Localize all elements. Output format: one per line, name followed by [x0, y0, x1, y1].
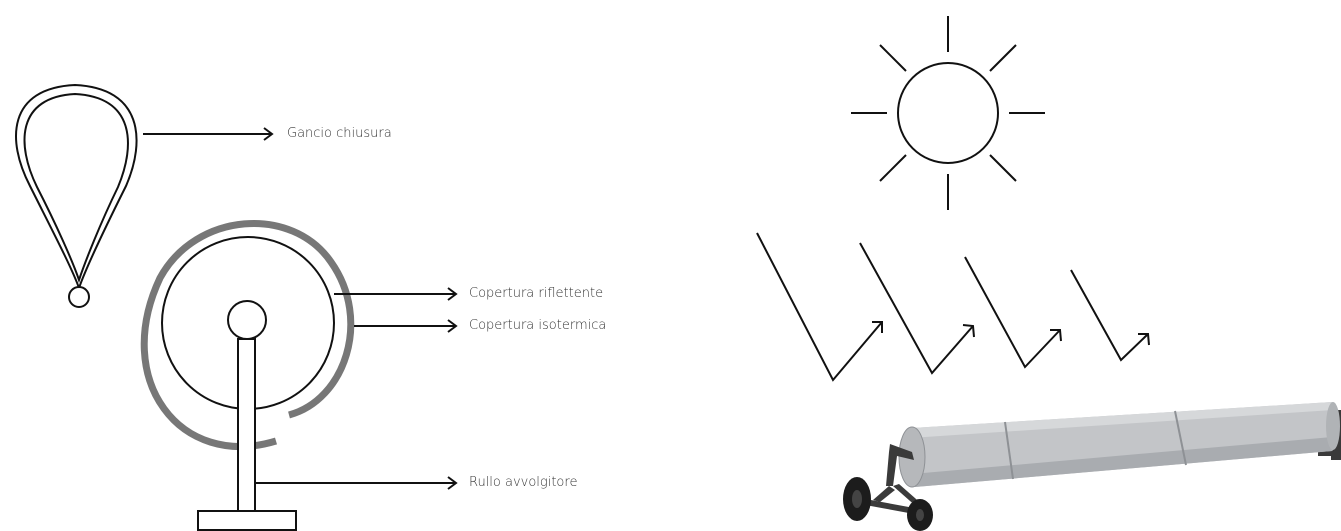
sun-icon: [851, 16, 1045, 210]
ray-2: [859, 242, 975, 375]
isothermal-cover-label: Copertura isotermica: [469, 318, 607, 333]
hook-label: Gancio chiusura: [287, 126, 392, 141]
roller-base: [197, 510, 297, 531]
roller-label: Rullo avvolgitore: [469, 475, 578, 490]
ray-4: [1070, 269, 1150, 362]
left-frame: [886, 444, 914, 486]
reflected-sun-rays-icon: [756, 232, 1150, 382]
reflective-cover-label: Copertura riflettente: [469, 286, 604, 301]
roller-post: [237, 338, 256, 512]
hook-arrow: [143, 127, 274, 141]
ray-3: [964, 256, 1062, 369]
isothermal-cover-arrow: [354, 319, 458, 333]
rolled-cover-reel-icon: [843, 402, 1341, 531]
isothermal-cover-shape: [140, 220, 355, 450]
roller-reel-icon: [140, 220, 355, 531]
roller-hub: [227, 300, 267, 340]
reflective-cover-arrow: [334, 287, 458, 301]
closing-hook-icon: [15, 83, 138, 308]
roller-arrow: [256, 476, 458, 490]
ray-1: [756, 232, 883, 382]
